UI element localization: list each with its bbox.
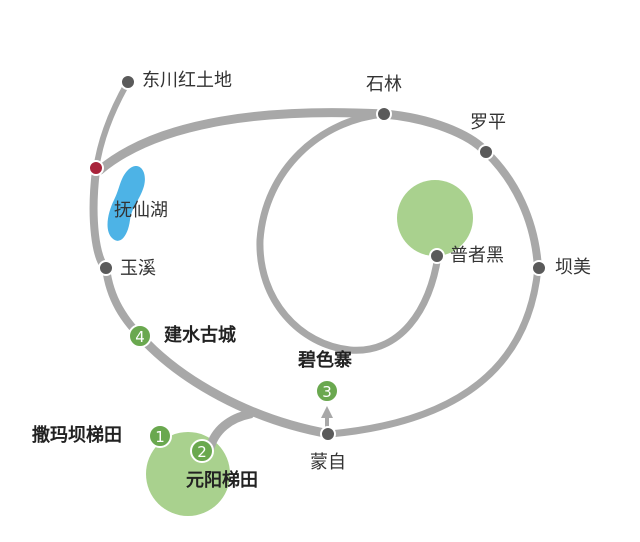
label-samaba-terraces: 撒玛坝梯田 xyxy=(32,425,122,446)
badge-3: 3 xyxy=(315,379,339,403)
puzhehei-area xyxy=(397,180,473,256)
label-bisezhai: 碧色寨 xyxy=(298,350,352,371)
label-mengzi: 蒙自 xyxy=(310,452,346,473)
label-jianshui-ancient-town: 建水古城 xyxy=(164,325,236,346)
label-yuanyang-terraces: 元阳梯田 xyxy=(186,470,258,491)
badge-2: 2 xyxy=(190,439,214,463)
svg-text:3: 3 xyxy=(322,383,332,401)
badge-4: 4 xyxy=(128,324,152,348)
svg-text:4: 4 xyxy=(135,328,145,346)
stop-dots xyxy=(88,74,547,442)
stop-dot-puzhehei xyxy=(429,248,445,264)
stop-dot-dongchuan xyxy=(120,74,136,90)
stop-dot-bamei xyxy=(531,260,547,276)
label-dongchuan: 东川红土地 xyxy=(142,70,232,91)
stop-dot-start xyxy=(88,160,104,176)
stop-dot-yuxi xyxy=(98,260,114,276)
label-luoping: 罗平 xyxy=(470,112,506,133)
fuxian-lake xyxy=(107,165,145,241)
label-bamei: 坝美 xyxy=(555,257,591,278)
badge-1: 1 xyxy=(148,424,172,448)
highlight-badges: 1 2 3 4 xyxy=(128,324,339,463)
svg-text:1: 1 xyxy=(155,428,165,446)
label-puzhehei: 普者黑 xyxy=(450,245,504,266)
stop-dot-luoping xyxy=(478,144,494,160)
svg-text:2: 2 xyxy=(197,443,207,461)
label-fuxian-lake: 抚仙湖 xyxy=(114,200,168,221)
arrow-up-icon xyxy=(321,406,333,418)
stop-dot-mengzi xyxy=(320,426,336,442)
label-shilin: 石林 xyxy=(366,74,402,95)
label-yuxi: 玉溪 xyxy=(120,258,156,279)
stop-dot-shilin xyxy=(376,106,392,122)
